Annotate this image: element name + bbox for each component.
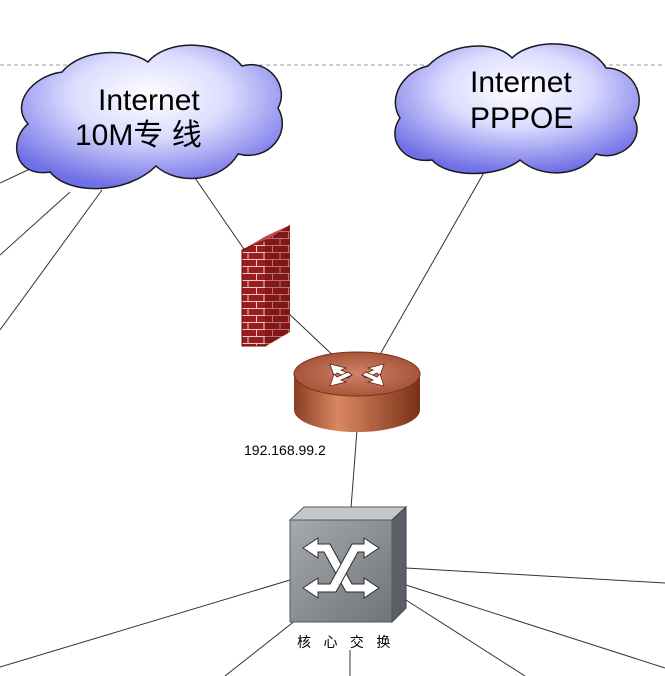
cloud-right-line2: PPPOE bbox=[470, 102, 573, 135]
link-router-switch bbox=[350, 429, 358, 509]
cloud-shape-right bbox=[394, 43, 640, 175]
cloud-right-line1: Internet bbox=[470, 66, 572, 99]
core-switch-label: 核 心 交 换 bbox=[297, 634, 394, 651]
switch-front bbox=[289, 519, 393, 623]
link-cloud-firewall bbox=[194, 177, 249, 256]
router-top bbox=[293, 351, 421, 397]
cloud-shape-left bbox=[15, 44, 284, 190]
link-switch-right-2 bbox=[405, 584, 665, 669]
cloud-left-line2: 10M专 线 bbox=[75, 119, 202, 152]
link-pppoe-router bbox=[377, 161, 491, 359]
link-switch-right-1 bbox=[405, 567, 665, 584]
link-left-cloud-out-2 bbox=[0, 191, 71, 256]
link-switch-left-1 bbox=[0, 579, 291, 668]
link-switch-left-2 bbox=[224, 619, 297, 676]
switch-top bbox=[288, 506, 408, 521]
connection-lines bbox=[0, 161, 665, 676]
switch-icon bbox=[288, 505, 408, 624]
firewall-icon bbox=[241, 225, 290, 347]
router-ip-label: 192.168.99.2 bbox=[244, 442, 326, 458]
firewall-front bbox=[241, 239, 267, 347]
link-firewall-router bbox=[284, 309, 341, 363]
link-left-cloud-out-1 bbox=[0, 167, 33, 184]
switch-arrows bbox=[302, 537, 380, 599]
firewall-side-bricks bbox=[266, 225, 290, 346]
cloud-icon bbox=[394, 43, 640, 175]
switch-side bbox=[391, 505, 407, 624]
cloud-left-line1: Internet bbox=[98, 84, 200, 117]
router-arrows bbox=[329, 363, 385, 387]
cloud-icon bbox=[15, 44, 284, 190]
router-icon bbox=[293, 351, 421, 432]
link-left-cloud-out-3 bbox=[0, 189, 103, 331]
firewall-top bbox=[242, 225, 290, 250]
link-switch-right-3 bbox=[405, 599, 526, 676]
